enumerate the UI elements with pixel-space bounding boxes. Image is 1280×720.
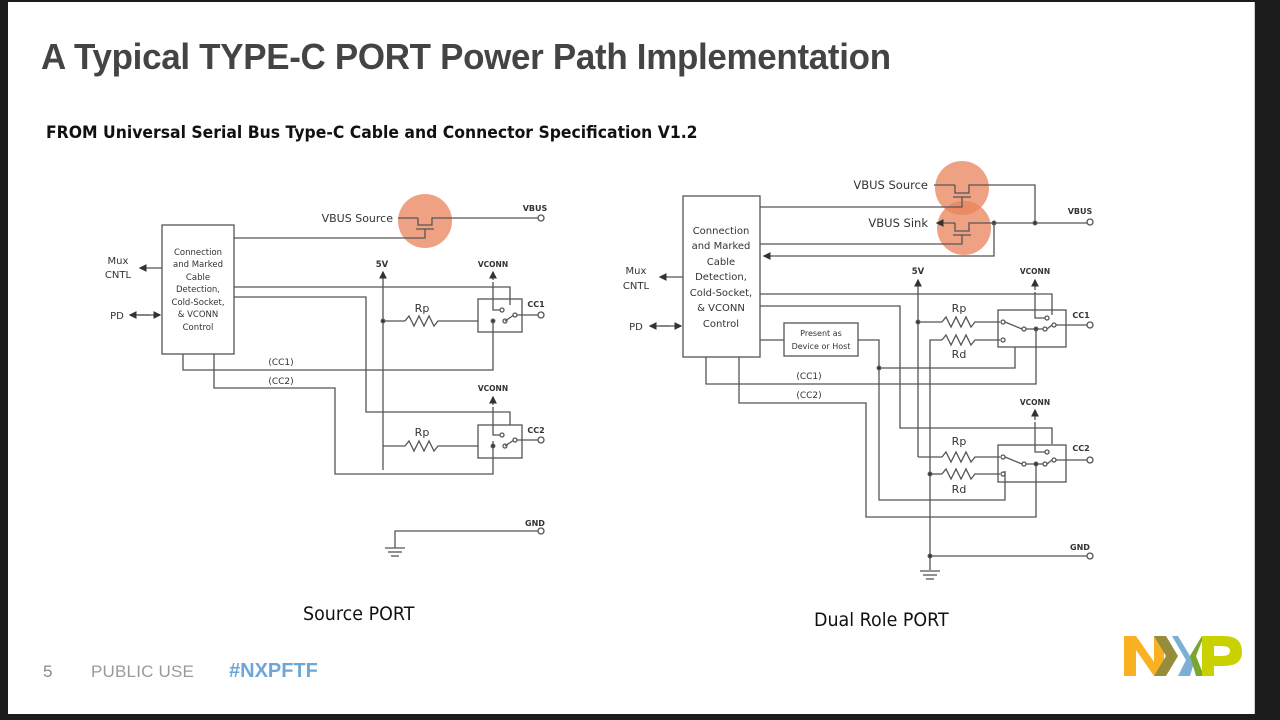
dual-controller-line-0: Connection: [693, 226, 750, 237]
source-vconn-label-2: VCONN: [478, 384, 508, 393]
dual-role-port-caption: Dual Role PORT: [814, 609, 949, 631]
source-rp-label-1: Rp: [415, 302, 430, 315]
source-5v-label: 5V: [376, 260, 389, 270]
source-cc2-label: CC2: [527, 426, 544, 435]
vbus-terminal: [537, 214, 545, 222]
dual-role-port-labels: Connection and Marked Cable Detection, C…: [623, 178, 1093, 552]
nxp-logo: [1124, 636, 1242, 676]
dual-mux-label-1: CNTL: [623, 281, 650, 292]
present-box-line-0: Present as: [800, 329, 842, 338]
dual-vbus-source-label: VBUS Source: [853, 178, 928, 192]
slide: [8, 2, 1255, 714]
dual-rp-label-2: Rp: [952, 435, 967, 448]
dual-pd-label: PD: [629, 322, 643, 333]
dual-cc1-trace-label: (CC1): [796, 372, 821, 382]
source-vbus-label: VBUS: [523, 204, 548, 213]
dual-vconn-label-1: VCONN: [1020, 267, 1050, 276]
source-rp-label-2: Rp: [415, 426, 430, 439]
vbus-sink-fet-highlight: [937, 201, 991, 255]
source-controller-line-1: and Marked: [173, 260, 223, 270]
vbus-source-fet-highlight: [398, 194, 452, 248]
page-number: 5: [43, 662, 53, 681]
source-mux-label-1: CNTL: [105, 270, 132, 281]
dual-role-port-diagram: [648, 161, 1094, 580]
dual-controller-line-3: Detection,: [695, 272, 747, 283]
source-cc2-trace-label: (CC2): [268, 377, 293, 387]
dual-gnd-label: GND: [1070, 543, 1090, 552]
slide-title: A Typical TYPE-C PORT Power Path Impleme…: [41, 36, 891, 77]
source-pd-label: PD: [110, 311, 124, 322]
dual-controller-box: [682, 195, 761, 358]
dual-controller-line-1: and Marked: [692, 241, 751, 252]
dual-vbus-label: VBUS: [1068, 207, 1093, 216]
classification-label: PUBLIC USE: [91, 662, 195, 681]
source-vconn-label-1: VCONN: [478, 260, 508, 269]
dual-vbus-sink-label: VBUS Sink: [868, 216, 928, 230]
source-port-diagram: [128, 194, 545, 557]
dual-5v-label: 5V: [912, 267, 925, 277]
dual-mux-label-0: Mux: [626, 266, 647, 277]
source-controller-line-5: & VCONN: [178, 310, 219, 320]
logo-n: [1124, 636, 1164, 676]
source-vbus-source-label: VBUS Source: [322, 212, 394, 225]
source-controller-line-3: Detection,: [176, 285, 220, 295]
dual-controller-line-5: & VCONN: [697, 303, 745, 314]
dual-cc1-label: CC1: [1072, 311, 1090, 320]
source-port-caption: Source PORT: [303, 603, 415, 625]
dual-cc2-label: CC2: [1072, 444, 1089, 453]
source-cc1-trace-label: (CC1): [268, 358, 293, 368]
dual-cc2-trace-label: (CC2): [796, 391, 821, 401]
hashtag: #NXPFTF: [229, 660, 318, 682]
source-port-labels: Connection and Marked Cable Detection, C…: [105, 204, 548, 528]
dual-controller-line-6: Control: [703, 319, 739, 330]
source-mux-label-0: Mux: [108, 256, 129, 267]
source-controller-line-2: Cable: [186, 273, 210, 283]
source-controller-box: [161, 224, 235, 355]
vbus-source-fet-highlight: [935, 161, 989, 215]
source-controller-line-6: Control: [183, 323, 214, 333]
logo-p: [1202, 636, 1242, 676]
logo-x-dark: [1154, 636, 1178, 676]
dual-rd-label-2: Rd: [952, 483, 967, 496]
source-cc1-label: CC1: [527, 300, 545, 309]
dual-rp-label-1: Rp: [952, 302, 967, 315]
dual-vconn-label-2: VCONN: [1020, 398, 1050, 407]
source-controller-line-4: Cold-Socket,: [171, 298, 224, 308]
dual-controller-line-4: Cold-Socket,: [690, 288, 753, 299]
dual-controller-line-2: Cable: [707, 257, 735, 268]
source-controller-line-0: Connection: [174, 248, 222, 258]
present-box-line-1: Device or Host: [792, 342, 851, 351]
slide-subtitle: FROM Universal Serial Bus Type-C Cable a…: [46, 123, 698, 143]
source-gnd-label: GND: [525, 519, 545, 528]
dual-rd-label-1: Rd: [952, 348, 967, 361]
logo-x-green: [1190, 636, 1204, 676]
